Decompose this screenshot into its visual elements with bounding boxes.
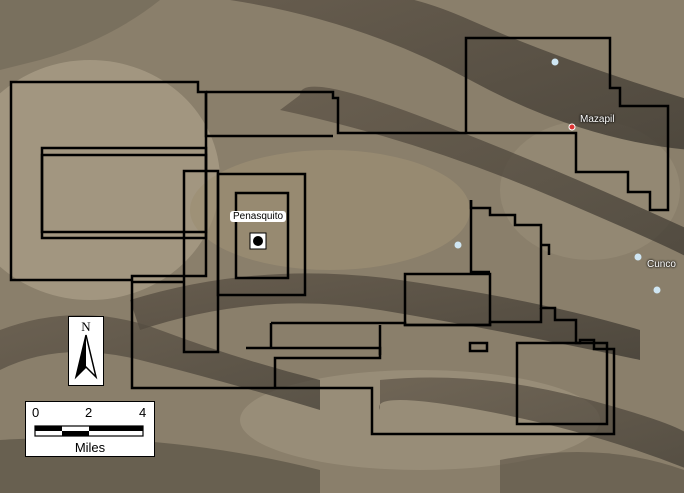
place-label-mazapil: Mazapil [580, 114, 615, 125]
scale-bar-graphic [34, 425, 144, 437]
north-arrow: N [68, 316, 104, 386]
mazapil-marker [568, 123, 576, 131]
scale-tick-0: 0 [32, 405, 40, 420]
penasquito-marker [253, 236, 263, 246]
scale-units: Miles [74, 440, 106, 455]
concession-boundaries [9, 36, 670, 436]
cuncordia-marker [634, 253, 642, 261]
place-label-cuncordia: Cunco [647, 259, 676, 270]
place-label-penasquito: Penasquito [230, 211, 287, 222]
north-arrow-icon [74, 334, 98, 380]
north-letter: N [81, 319, 91, 334]
scale-bar: 0 2 4 Miles [25, 401, 155, 457]
scale-tick-4: 4 [139, 405, 147, 420]
scale-tick-2: 2 [85, 405, 93, 420]
